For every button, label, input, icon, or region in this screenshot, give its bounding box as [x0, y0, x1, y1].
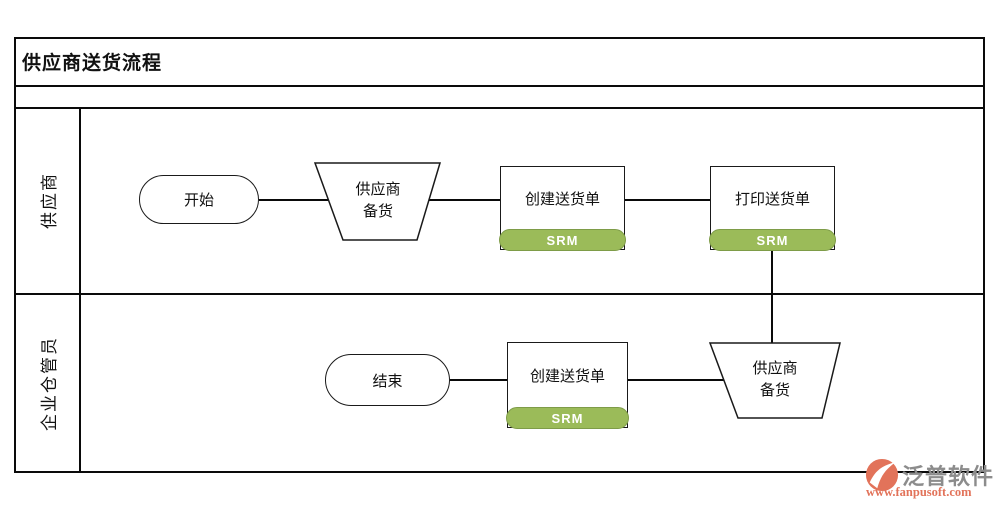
supplier-prep-line1: 供应商 [355, 181, 401, 199]
lane-label-column-line [79, 107, 81, 473]
warehouse-prep-label: 供应商 备货 [729, 350, 821, 410]
create-delivery-note-2-label: 创建送货单 [529, 367, 605, 385]
srm-badge-label: SRM [756, 232, 789, 248]
srm-badge: SRM [499, 229, 626, 251]
fanpu-logo-icon [865, 458, 899, 492]
warehouse-prep-trapezoid [708, 342, 841, 419]
srm-badge-label: SRM [551, 410, 584, 426]
diagram-title: 供应商送货流程 [22, 53, 163, 74]
start-node-label: 开始 [183, 192, 214, 209]
end-node: 结束 [325, 354, 450, 406]
create-delivery-note-node: 创建送货单 SRM [499, 166, 626, 251]
lane-divider-line [14, 293, 985, 295]
swimlane-frame [14, 37, 985, 473]
title-separator-line [14, 85, 985, 87]
supplier-prep-trapezoid [313, 162, 442, 241]
start-node: 开始 [139, 175, 259, 224]
watermark: 泛普软件 www.fanpusoft.com [860, 452, 1000, 506]
warehouse-prep-line2: 备货 [759, 382, 790, 399]
print-delivery-note-node: 打印送货单 SRM [709, 166, 836, 251]
warehouse-prep-line1: 供应商 [752, 360, 798, 378]
supplier-prep-line2: 备货 [362, 203, 393, 220]
end-node-label: 结束 [372, 372, 403, 390]
create-delivery-note-label: 创建送货单 [524, 190, 600, 208]
watermark-url: www.fanpusoft.com [866, 485, 972, 499]
supplier-prep-label: 供应商 备货 [332, 172, 424, 230]
band-separator-line [14, 107, 985, 109]
watermark-brand: 泛普软件 [902, 464, 995, 489]
create-delivery-note-node-2: 创建送货单 SRM [506, 342, 629, 429]
print-delivery-note-label: 打印送货单 [734, 190, 810, 208]
srm-badge: SRM [709, 229, 836, 251]
srm-badge-label: SRM [546, 232, 579, 248]
srm-badge: SRM [506, 407, 629, 429]
